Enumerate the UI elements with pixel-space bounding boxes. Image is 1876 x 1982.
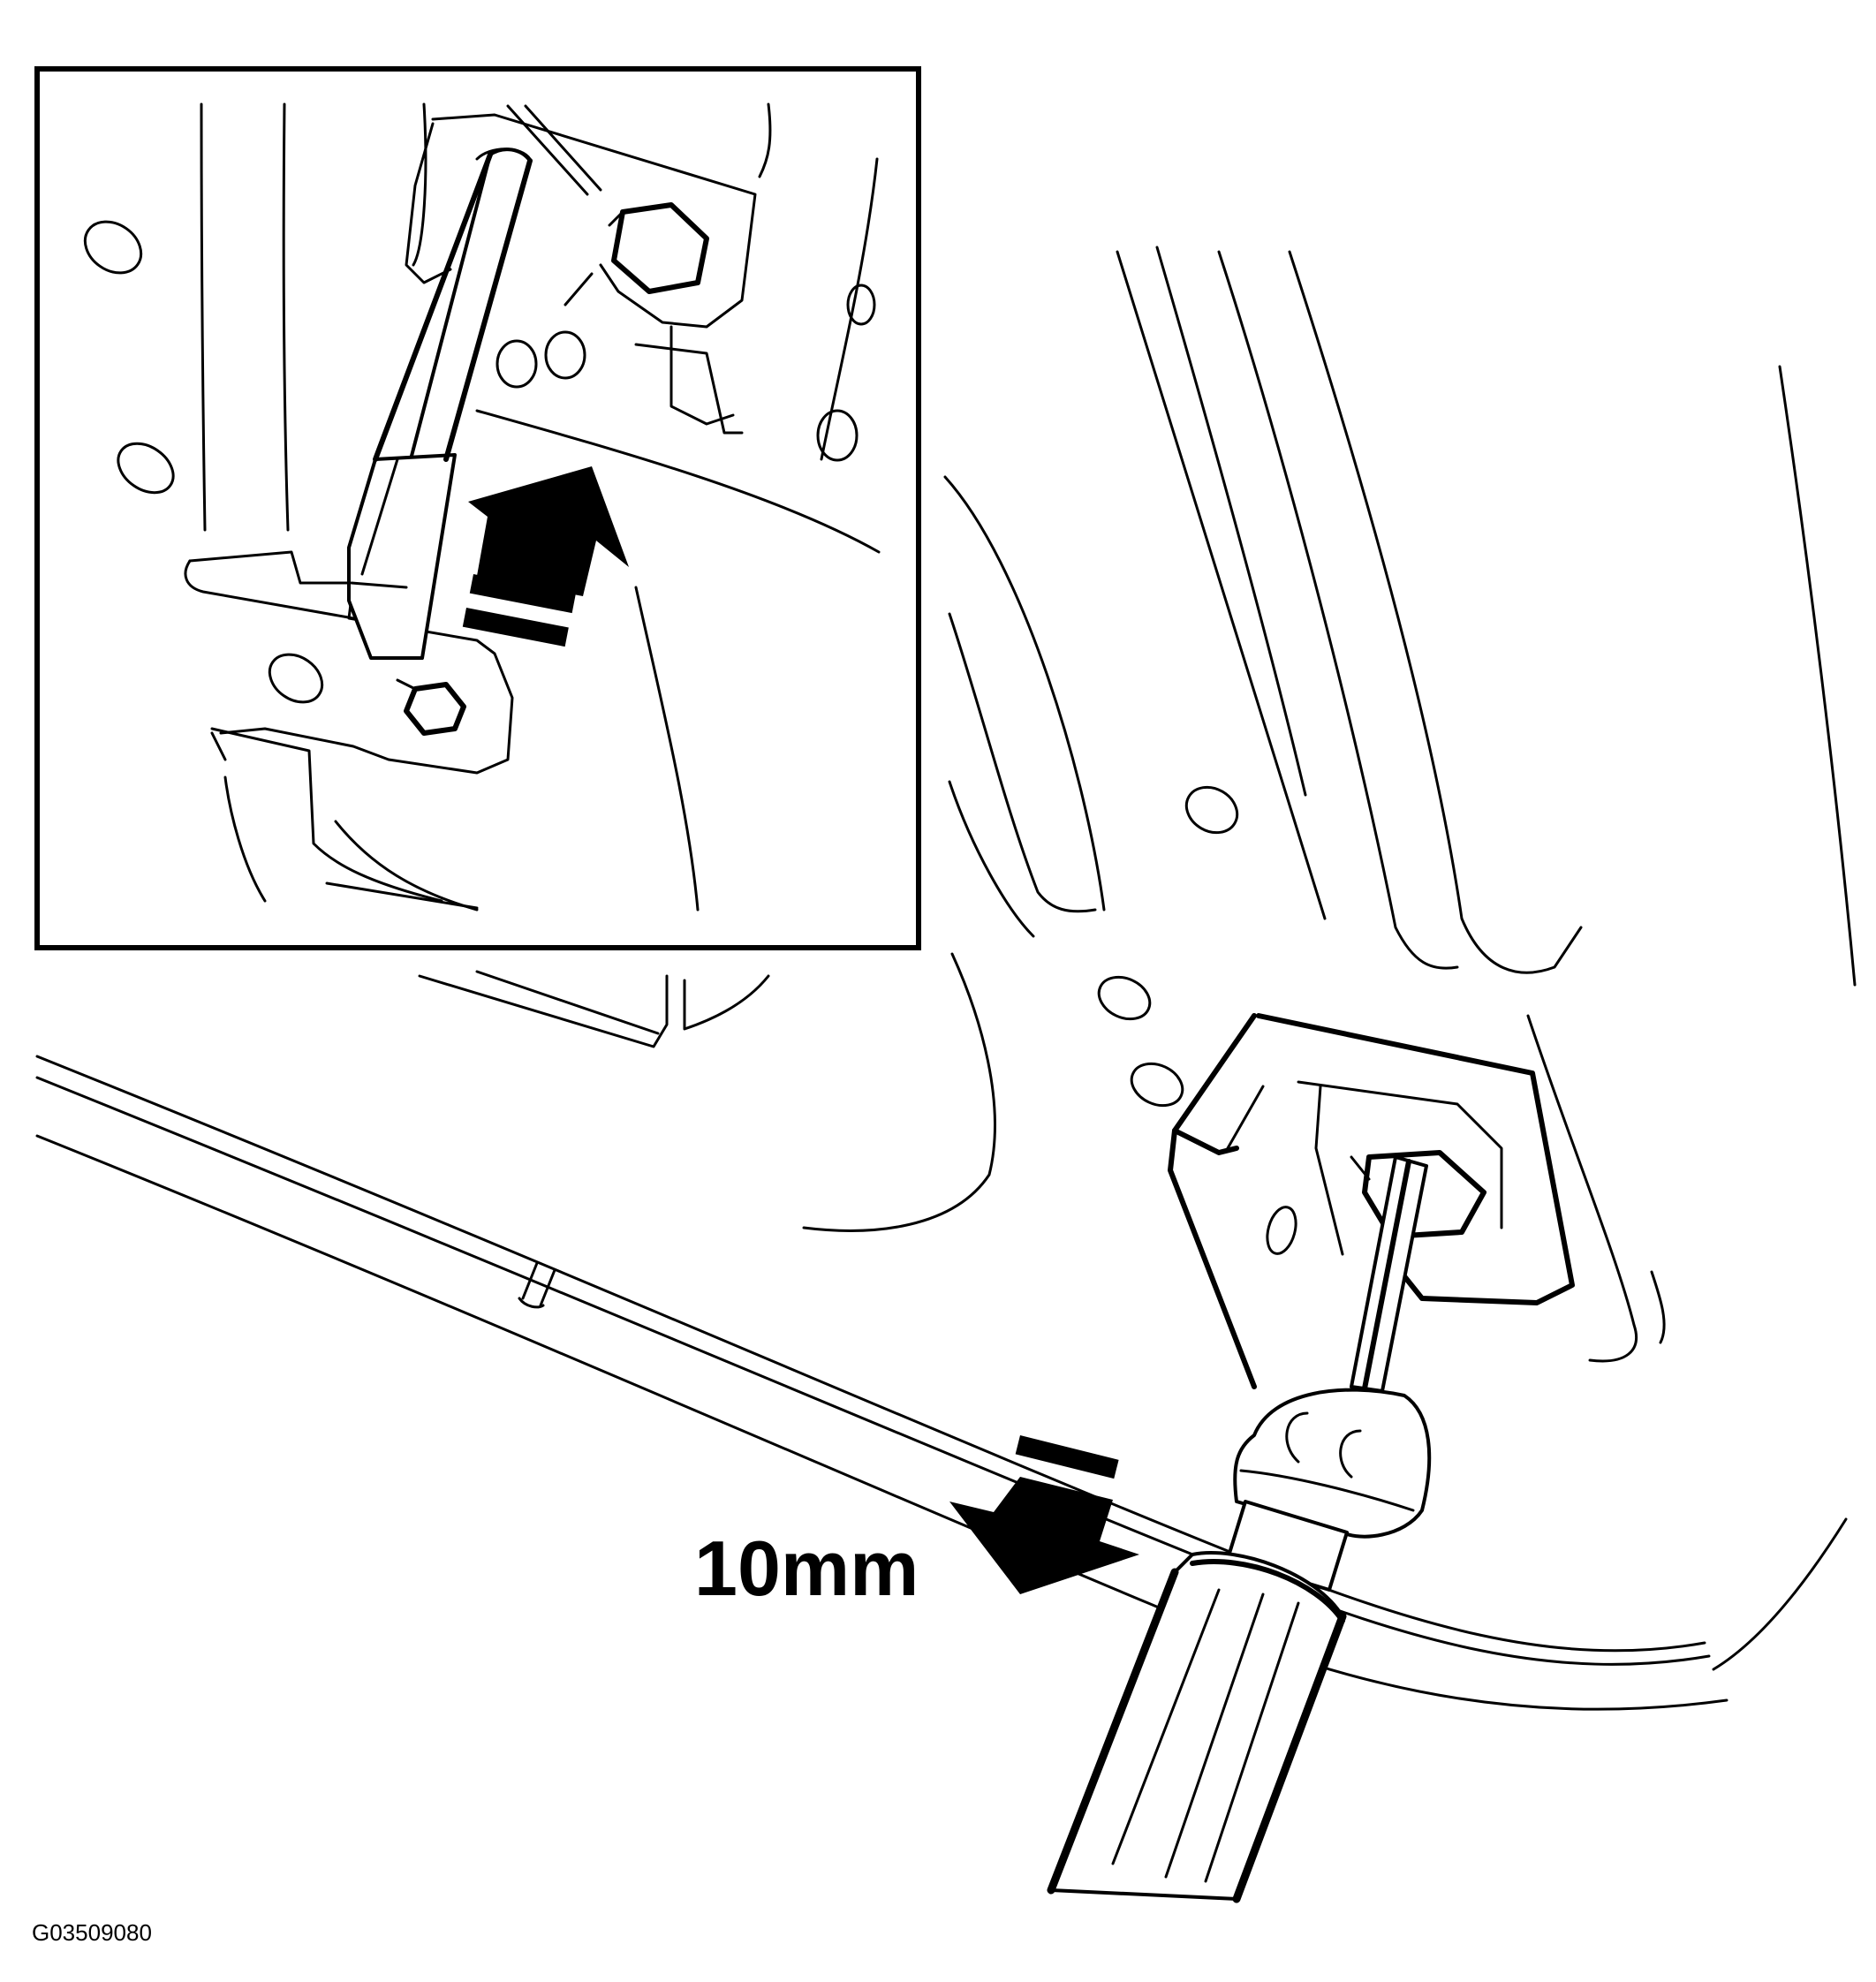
arrow-down-icon <box>949 1435 1139 1594</box>
detail-inset <box>34 66 921 950</box>
socket-wrench <box>1047 1155 1432 1903</box>
body-holes <box>1097 785 1297 1255</box>
inset-bracket-upper <box>405 104 757 426</box>
inset-hex-key <box>347 148 533 660</box>
figure-code: G03509080 <box>32 1919 152 1946</box>
mounting-bracket <box>1168 1013 1575 1389</box>
measurement-label: 10mm <box>694 1524 919 1612</box>
inset-body-lines <box>200 102 881 912</box>
arrow-up-icon <box>462 466 629 647</box>
inset-holes <box>83 220 876 704</box>
inset-bracket-lower <box>184 550 514 903</box>
body-panel-lines <box>802 246 1857 1671</box>
main-view <box>35 246 1857 1903</box>
under-inset-fragments <box>418 970 770 1048</box>
